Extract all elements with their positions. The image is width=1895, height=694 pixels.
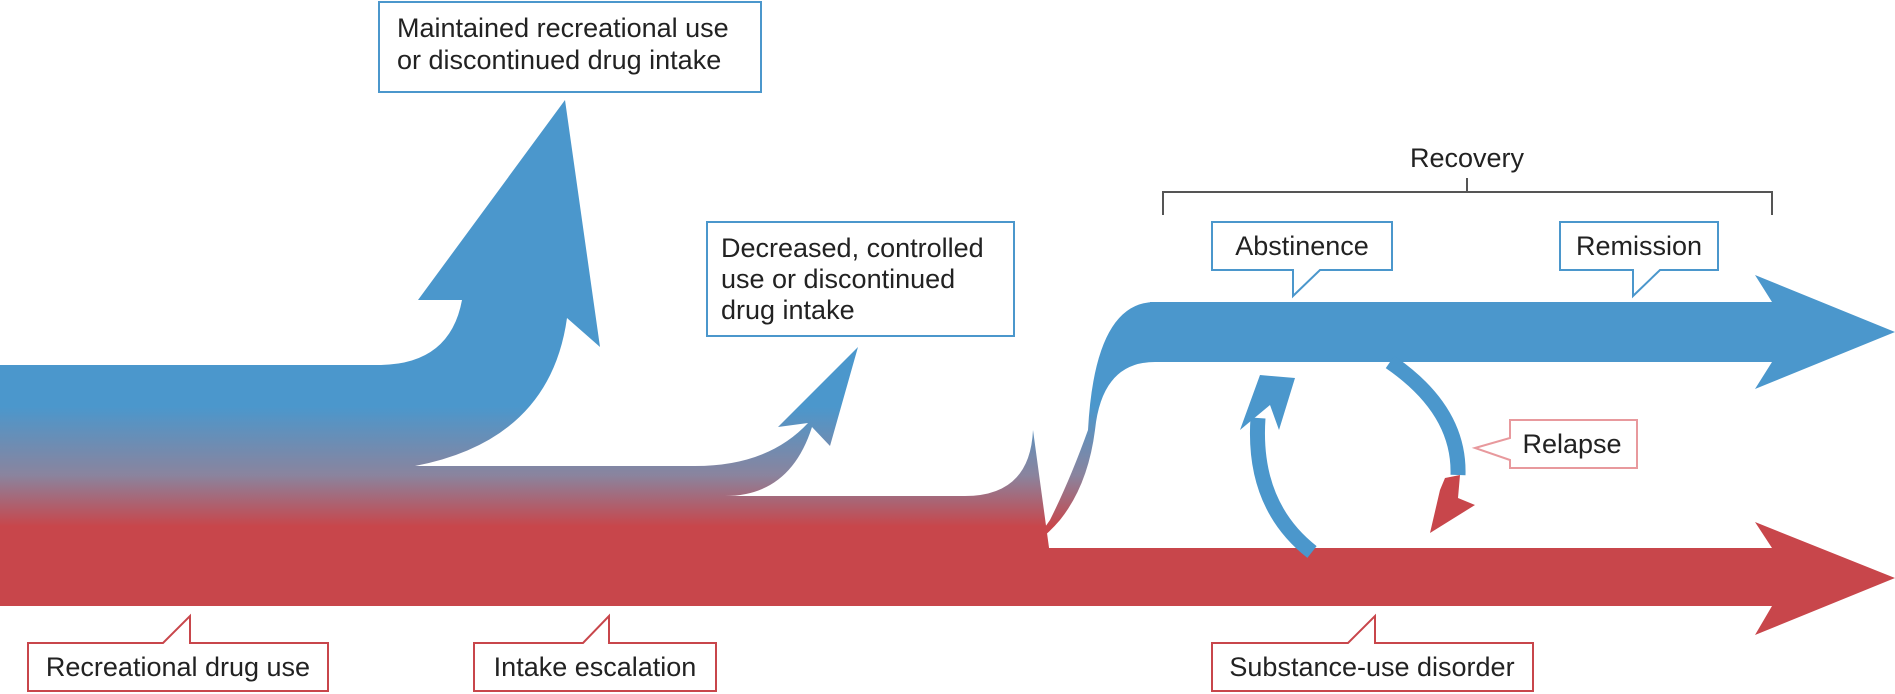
recovery-bracket	[1162, 178, 1773, 215]
recreational-use-callout: Recreational drug use	[27, 613, 329, 692]
relapse-callout: Relapse	[1471, 419, 1638, 469]
recovery-transition-band	[1000, 302, 1155, 555]
return-arrow-up	[1249, 417, 1317, 558]
maintained-line-2: or discontinued drug intake	[397, 45, 721, 75]
maintained-use-box: Maintained recreational use or discontin…	[378, 1, 762, 93]
relapse-arrow-down	[1385, 355, 1466, 476]
maintained-line-1: Maintained recreational use	[397, 13, 729, 43]
recovery-label: Recovery	[1410, 143, 1525, 173]
decreased-line-3: drug intake	[721, 295, 855, 325]
relapse-arrowhead	[1430, 475, 1475, 533]
abstinence-label: Abstinence	[1235, 231, 1369, 261]
escalation-label: Intake escalation	[494, 652, 697, 682]
recreational-label: Recreational drug use	[46, 652, 310, 682]
decreased-line-1: Decreased, controlled	[721, 233, 984, 263]
decreased-use-box: Decreased, controlled use or discontinue…	[706, 221, 1015, 337]
remission-callout: Remission	[1559, 221, 1719, 299]
sud-label: Substance-use disorder	[1229, 652, 1514, 682]
recovery-band	[1150, 275, 1895, 389]
relapse-label: Relapse	[1522, 429, 1621, 459]
main-flow-band	[0, 100, 1050, 555]
intake-escalation-callout: Intake escalation	[473, 613, 717, 692]
remission-label: Remission	[1576, 231, 1702, 261]
decreased-line-2: use or discontinued	[721, 264, 955, 294]
sud-callout: Substance-use disorder	[1211, 613, 1534, 692]
sud-band	[0, 522, 1895, 635]
abstinence-callout: Abstinence	[1211, 221, 1393, 299]
return-arrowhead	[1240, 375, 1295, 430]
